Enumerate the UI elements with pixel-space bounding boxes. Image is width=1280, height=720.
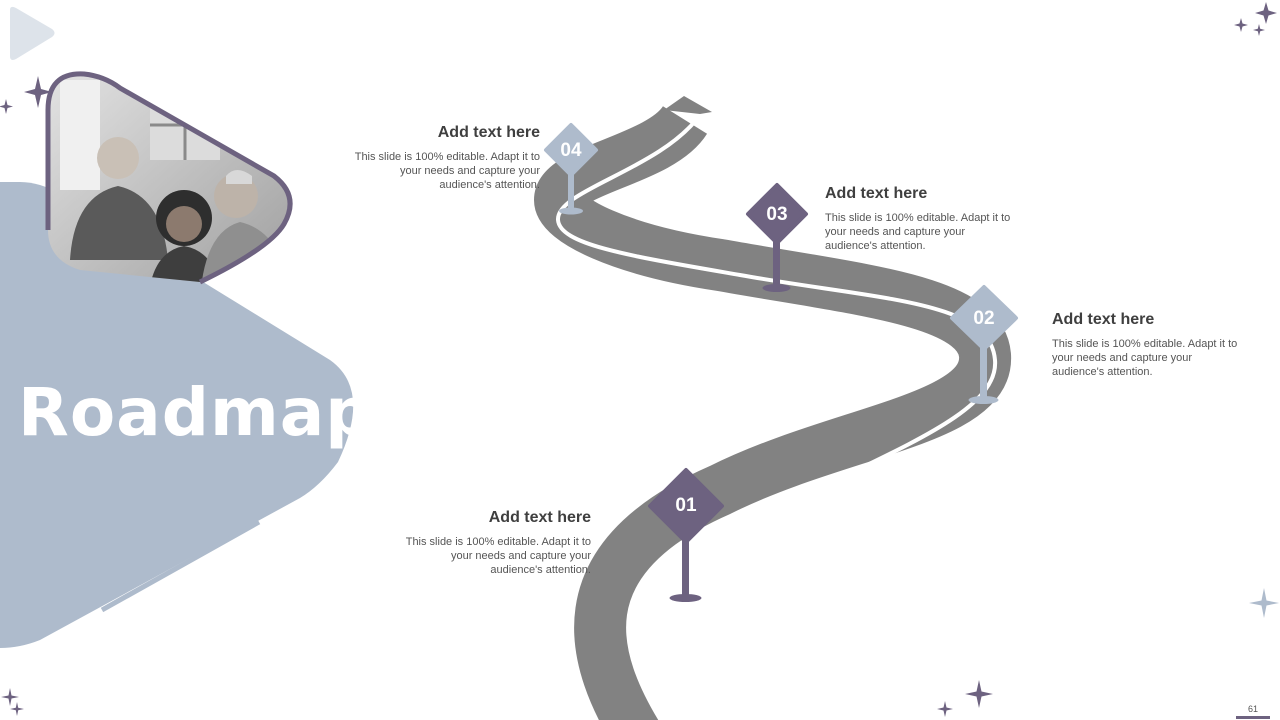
milestone-heading: Add text here <box>488 509 591 526</box>
sparkle-icon <box>1253 24 1265 36</box>
milestone-body: This slide is 100% editable. Adapt it to… <box>1052 338 1238 378</box>
photo-frame <box>45 71 293 285</box>
page-number-bar <box>1236 716 1270 719</box>
marker-number-01: 01 <box>675 495 697 516</box>
sparkle-icon <box>1 688 19 706</box>
title-triangle-shape <box>0 182 354 648</box>
road-arrow-icon <box>664 96 712 114</box>
sparkle-icon <box>24 76 52 108</box>
milestone-heading: Add text here <box>437 124 540 141</box>
marker-02 <box>950 285 1018 404</box>
milestone-03-text: Add text here This slide is 100% editabl… <box>825 185 1020 253</box>
milestone-body: This slide is 100% editable. Adapt it to… <box>825 212 1011 252</box>
sparkle-icon <box>1255 2 1277 24</box>
milestone-heading: Add text here <box>825 185 928 202</box>
marker-01 <box>648 468 724 602</box>
accent-line <box>100 519 261 613</box>
play-arrow-icon <box>10 6 55 60</box>
marker-number-04: 04 <box>560 140 582 161</box>
sparkle-icon <box>0 99 13 114</box>
marker-03 <box>746 183 808 292</box>
milestone-body: This slide is 100% editable. Adapt it to… <box>354 151 540 191</box>
sparkle-icon <box>1249 588 1279 618</box>
page-number: 61 <box>1247 704 1258 714</box>
sparkle-icon <box>937 701 953 717</box>
marker-04 <box>544 123 598 215</box>
road-center-line <box>555 113 998 720</box>
milestone-01-text: Add text here This slide is 100% editabl… <box>396 509 591 577</box>
marker-number-02: 02 <box>973 308 995 329</box>
sparkle-icon <box>1234 18 1248 32</box>
milestone-heading: Add text here <box>1052 311 1155 328</box>
sparkle-icon <box>10 702 24 716</box>
milestone-04-text: Add text here This slide is 100% editabl… <box>345 124 540 192</box>
sparkle-icon <box>965 680 993 708</box>
marker-number-03: 03 <box>766 204 788 225</box>
slide-title: Roadmap <box>18 374 374 451</box>
team-photo <box>48 73 291 283</box>
milestone-body: This slide is 100% editable. Adapt it to… <box>405 536 591 576</box>
milestone-02-text: Add text here This slide is 100% editabl… <box>1052 311 1247 379</box>
